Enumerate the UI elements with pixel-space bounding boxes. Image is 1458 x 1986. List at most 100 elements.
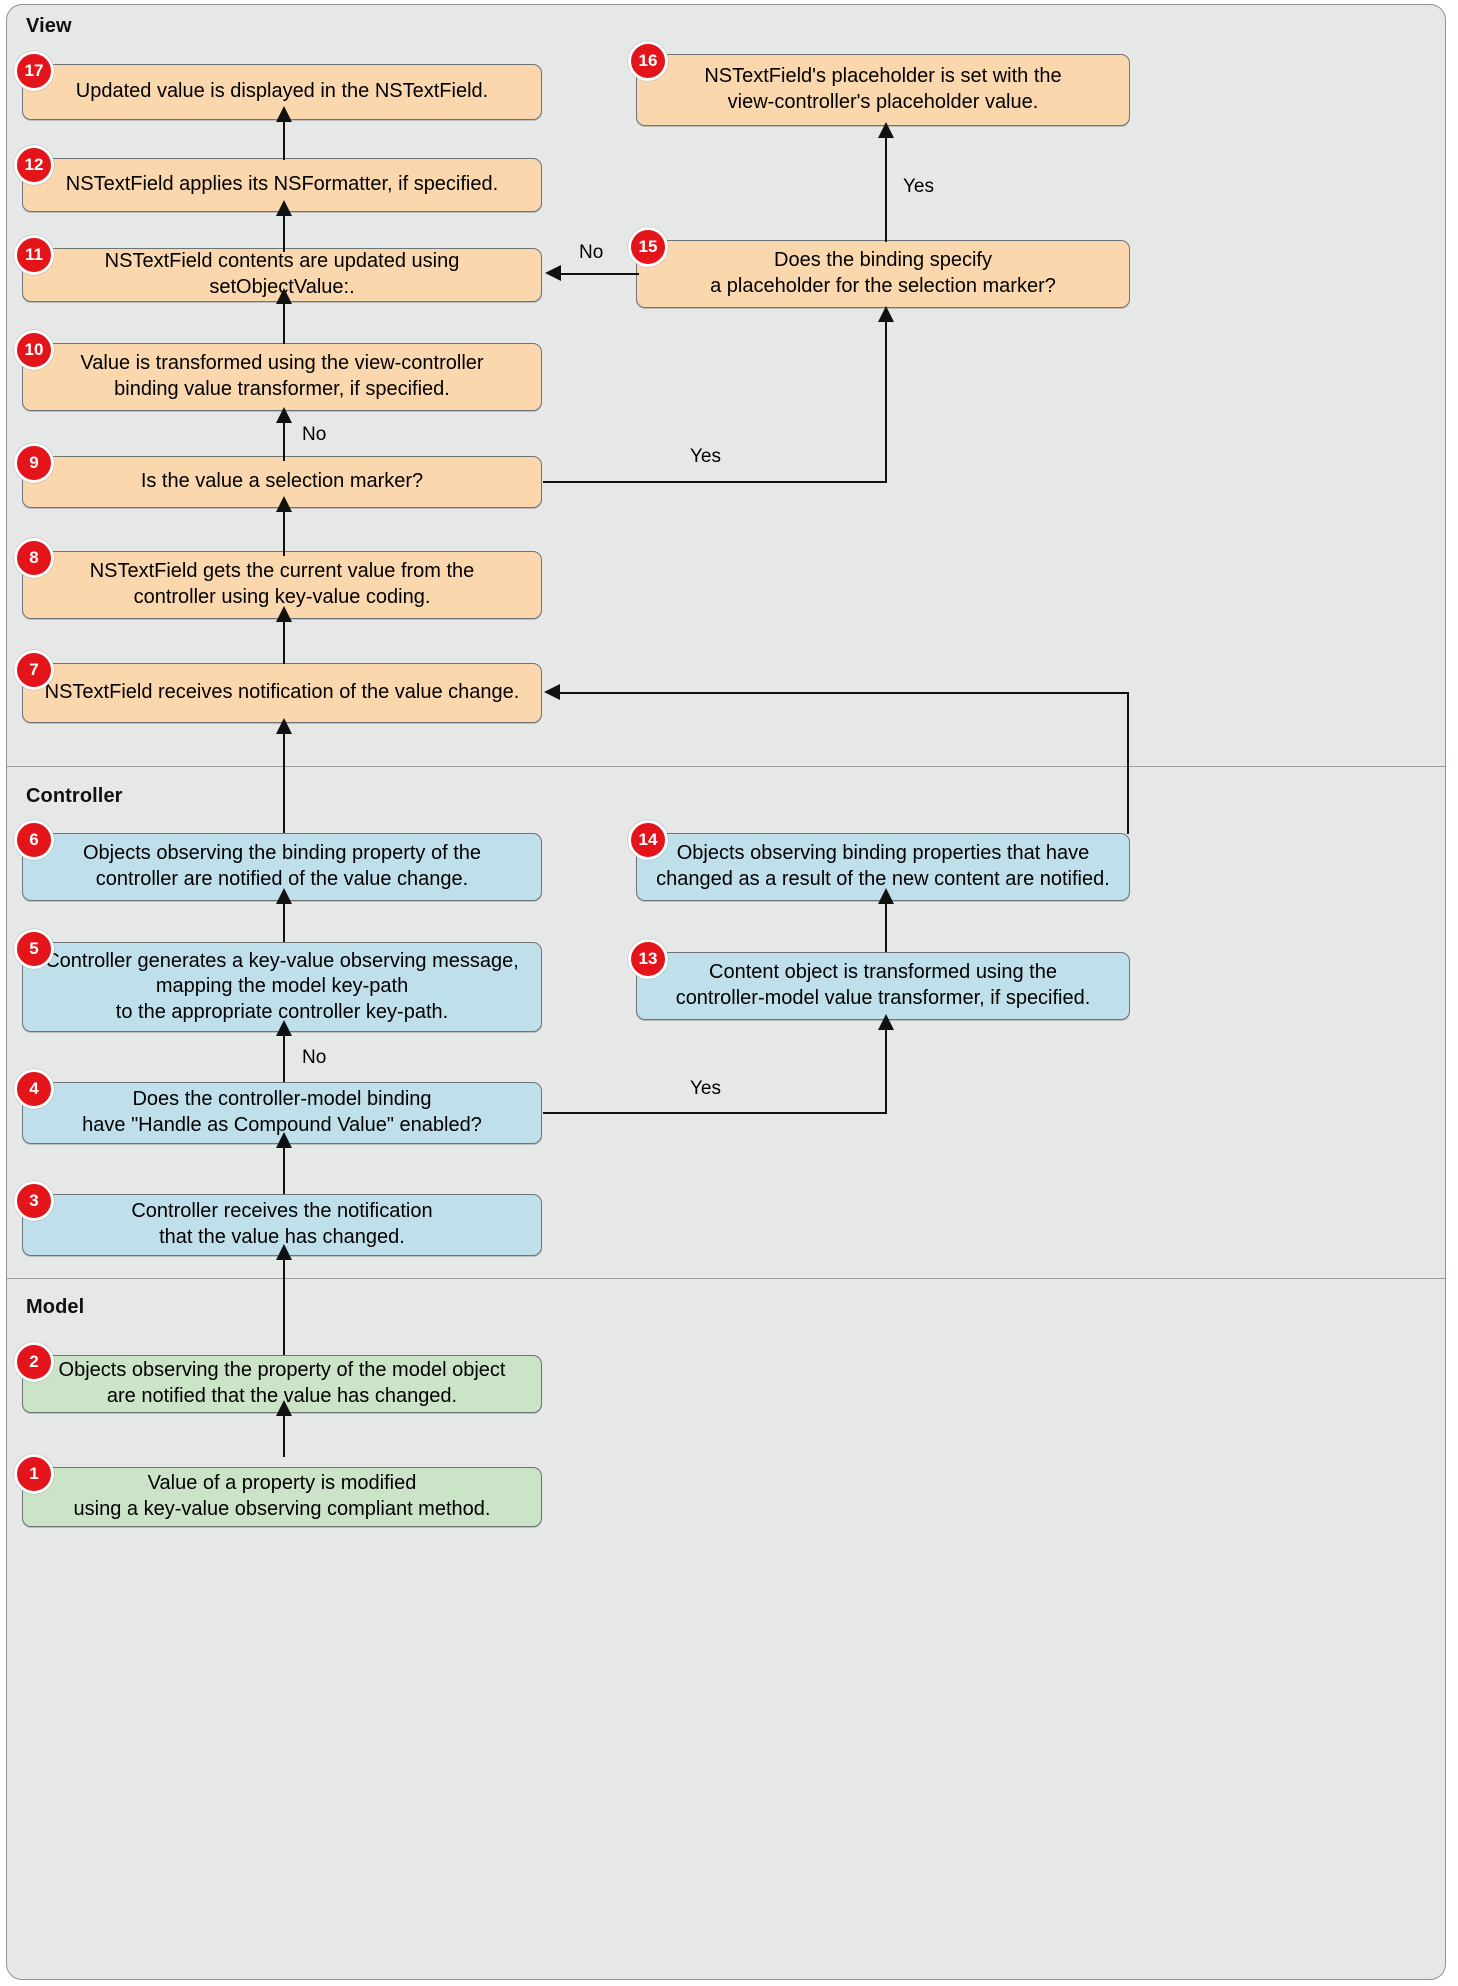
step-4-line2: have "Handle as Compound Value" enabled? xyxy=(82,1114,482,1136)
step-15-line2: a placeholder for the selection marker? xyxy=(710,275,1056,297)
step-6-line1: Objects observing the binding property o… xyxy=(82,842,482,865)
step-2-line1: Objects observing the property of the mo… xyxy=(58,1359,506,1382)
connector-15-to-16 xyxy=(885,134,887,242)
edge-label-yes-4-to-13: Yes xyxy=(690,1078,721,1099)
step-12-line1: NSTextField applies its NSFormatter, if … xyxy=(65,173,499,196)
step-14-line2: changed as a result of the new content a… xyxy=(656,868,1110,890)
arrowhead-15-to-16 xyxy=(878,122,894,138)
step-box-16[interactable]: NSTextField's placeholder is set with th… xyxy=(636,54,1130,126)
arrowhead-1-to-2 xyxy=(276,1400,292,1416)
step-box-13[interactable]: Content object is transformed using the … xyxy=(636,952,1130,1020)
step-box-10[interactable]: Value is transformed using the view-cont… xyxy=(22,343,542,411)
arrowhead-5-to-6 xyxy=(276,888,292,904)
arrowhead-13-to-14 xyxy=(878,888,894,904)
step-box-1[interactable]: Value of a property is modified using a … xyxy=(22,1467,542,1527)
step-10-line1: Value is transformed using the view-cont… xyxy=(80,352,484,375)
arrowhead-10-to-11 xyxy=(276,288,292,304)
step-box-15[interactable]: Does the binding specify a placeholder f… xyxy=(636,240,1130,308)
step-5-line3: to the appropriate controller key-path. xyxy=(115,1000,449,1023)
step-3-line1: Controller receives the notification xyxy=(131,1200,433,1223)
connector-5-to-6 xyxy=(283,900,285,942)
step-5-line1: Controller generates a key-value observi… xyxy=(45,949,519,972)
connector-9-to-15-vertical xyxy=(885,318,887,483)
step-badge-5: 5 xyxy=(14,929,54,969)
edge-label-no-15-to-11: No xyxy=(579,242,604,263)
step-8-line1: NSTextField gets the current value from … xyxy=(89,560,475,583)
step-5-line2: mapping the model key-path xyxy=(155,975,409,998)
connector-8-to-9 xyxy=(283,508,285,556)
arrowhead-11-to-12 xyxy=(276,200,292,216)
connector-3-to-4 xyxy=(283,1144,285,1194)
step-3-line2: that the value has changed. xyxy=(159,1226,405,1248)
connector-9-to-10 xyxy=(283,419,285,461)
step-1-line2: using a key-value observing compliant me… xyxy=(73,1498,491,1520)
step-7-line1: NSTextField receives notification of the… xyxy=(44,681,520,704)
arrowhead-6-to-7 xyxy=(276,718,292,734)
step-badge-15: 15 xyxy=(628,227,668,267)
band-separator-view-controller xyxy=(7,766,1445,767)
step-box-5[interactable]: Controller generates a key-value observi… xyxy=(22,942,542,1032)
step-badge-2: 2 xyxy=(14,1342,54,1382)
step-badge-13: 13 xyxy=(628,939,668,979)
edge-label-no-9-to-10: No xyxy=(302,424,327,445)
step-16-line1: NSTextField's placeholder is set with th… xyxy=(704,65,1062,88)
step-box-9[interactable]: Is the value a selection marker? xyxy=(22,456,542,508)
arrowhead-4-to-5 xyxy=(276,1020,292,1036)
step-badge-1: 1 xyxy=(14,1454,54,1494)
step-badge-7: 7 xyxy=(14,650,54,690)
band-separator-controller-model xyxy=(7,1278,1445,1279)
edge-label-yes-15-to-16: Yes xyxy=(903,176,934,197)
step-badge-3: 3 xyxy=(14,1181,54,1221)
step-4-line1: Does the controller-model binding xyxy=(132,1088,432,1111)
step-1-line1: Value of a property is modified xyxy=(147,1472,417,1495)
edge-label-yes-9-to-15: Yes xyxy=(690,446,721,467)
connector-14-to-7-horizontal xyxy=(560,692,1129,694)
connector-2-to-3 xyxy=(283,1256,285,1355)
step-box-14[interactable]: Objects observing binding properties tha… xyxy=(636,833,1130,901)
band-title-view: View xyxy=(26,15,72,37)
step-box-8[interactable]: NSTextField gets the current value from … xyxy=(22,551,542,619)
connector-9-to-15-horizontal xyxy=(543,481,887,483)
step-badge-10: 10 xyxy=(14,330,54,370)
step-box-7[interactable]: NSTextField receives notification of the… xyxy=(22,663,542,723)
connector-12-to-17 xyxy=(283,118,285,160)
arrowhead-7-to-8 xyxy=(276,606,292,622)
arrowhead-15-to-11 xyxy=(545,265,561,281)
connector-7-to-8 xyxy=(283,618,285,664)
connector-15-to-11 xyxy=(561,273,639,275)
step-2-line2: are notified that the value has changed. xyxy=(106,1385,458,1407)
connector-6-to-7 xyxy=(283,730,285,833)
connector-4-to-13-horizontal xyxy=(543,1112,887,1114)
step-badge-12: 12 xyxy=(14,145,54,185)
step-badge-17: 17 xyxy=(14,51,54,91)
arrowhead-3-to-4 xyxy=(276,1132,292,1148)
step-17-line1: Updated value is displayed in the NSText… xyxy=(75,80,489,103)
step-badge-6: 6 xyxy=(14,820,54,860)
arrowhead-2-to-3 xyxy=(276,1244,292,1260)
arrowhead-8-to-9 xyxy=(276,496,292,512)
connector-4-to-13-vertical xyxy=(885,1026,887,1114)
edge-label-no-4-to-5: No xyxy=(302,1047,327,1068)
step-13-line2: controller-model value transformer, if s… xyxy=(675,987,1091,1009)
connector-1-to-2 xyxy=(283,1412,285,1457)
arrowhead-14-to-7 xyxy=(544,684,560,700)
step-badge-14: 14 xyxy=(628,820,668,860)
step-13-line1: Content object is transformed using the xyxy=(709,961,1057,984)
connector-14-to-7-vertical xyxy=(1127,692,1129,834)
connector-11-to-12 xyxy=(283,212,285,252)
step-8-line2: controller using key-value coding. xyxy=(133,586,431,608)
step-badge-8: 8 xyxy=(14,538,54,578)
step-badge-4: 4 xyxy=(14,1069,54,1109)
step-badge-11: 11 xyxy=(14,235,54,275)
arrowhead-9-to-15 xyxy=(878,306,894,322)
step-10-line2: binding value transformer, if specified. xyxy=(114,378,450,400)
step-14-line1: Objects observing binding properties tha… xyxy=(676,842,1090,865)
step-badge-9: 9 xyxy=(14,443,54,483)
arrowhead-9-to-10 xyxy=(276,407,292,423)
connector-4-to-5 xyxy=(283,1032,285,1082)
connector-13-to-14 xyxy=(885,900,887,952)
band-title-model: Model xyxy=(26,1296,85,1318)
arrowhead-4-to-13 xyxy=(878,1014,894,1030)
step-6-line2: controller are notified of the value cha… xyxy=(95,868,469,890)
